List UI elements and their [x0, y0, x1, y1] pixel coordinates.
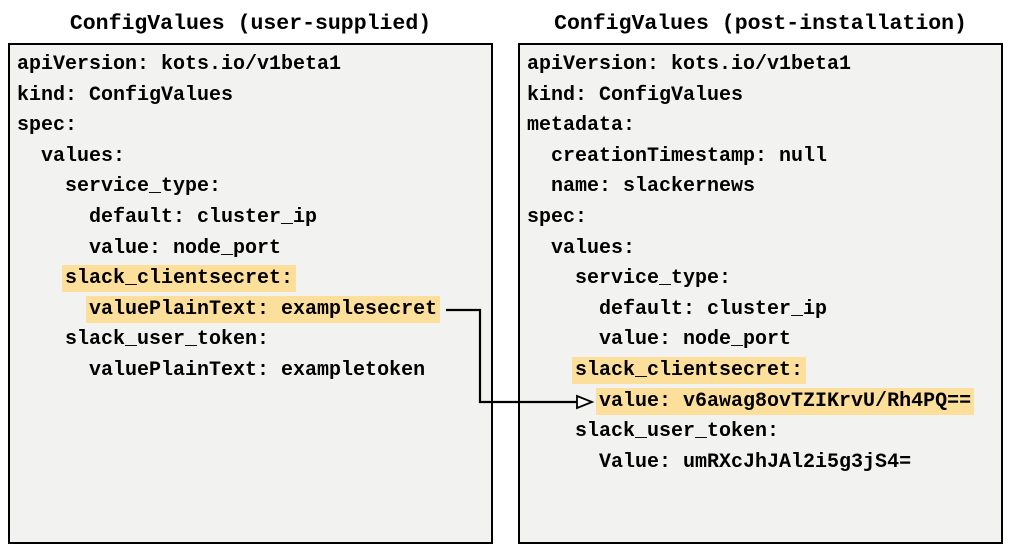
post-installation-yaml-block: apiVersion: kots.io/v1beta1 kind: Config… — [520, 45, 1001, 478]
yaml-line: apiVersion: kots.io/v1beta1 — [527, 50, 1001, 81]
yaml-text: Value: umRXcJhJAl2i5g3jS4= — [599, 450, 912, 474]
post-installation-config-panel: apiVersion: kots.io/v1beta1 kind: Config… — [518, 43, 1003, 544]
yaml-text: kind: ConfigValues — [17, 83, 234, 107]
yaml-line: service_type: — [17, 172, 491, 203]
yaml-line: default: cluster_ip — [17, 203, 491, 234]
yaml-text: service_type: — [65, 175, 222, 199]
yaml-indent — [527, 145, 551, 168]
user-supplied-config-panel: apiVersion: kots.io/v1beta1 kind: Config… — [8, 43, 493, 544]
yaml-line: default: cluster_ip — [527, 295, 1001, 326]
yaml-line-highlighted: slack_clientsecret: — [527, 356, 1001, 387]
yaml-line: service_type: — [527, 264, 1001, 295]
yaml-line: Value: umRXcJhJAl2i5g3jS4= — [527, 448, 1001, 479]
yaml-indent — [527, 420, 575, 443]
yaml-indent — [527, 328, 599, 351]
yaml-indent — [17, 359, 89, 382]
yaml-indent — [17, 328, 65, 351]
yaml-indent — [17, 145, 41, 168]
yaml-indent — [527, 237, 551, 260]
highlighted-yaml-text: value: v6awag8ovTZIKrvU/Rh4PQ== — [596, 387, 975, 415]
yaml-text: name: slackernews — [551, 175, 756, 199]
yaml-text: creationTimestamp: null — [551, 144, 828, 168]
yaml-text: metadata: — [527, 114, 636, 138]
yaml-line: metadata: — [527, 111, 1001, 142]
yaml-line: creationTimestamp: null — [527, 142, 1001, 173]
yaml-line: values: — [17, 142, 491, 173]
yaml-line: valuePlainText: exampletoken — [17, 356, 491, 387]
yaml-line-highlighted: valuePlainText: examplesecret — [17, 295, 491, 326]
yaml-line: spec: — [17, 111, 491, 142]
yaml-line: spec: — [527, 203, 1001, 234]
yaml-line: name: slackernews — [527, 172, 1001, 203]
yaml-line: values: — [527, 234, 1001, 265]
yaml-text: spec: — [527, 205, 588, 229]
yaml-indent — [17, 175, 65, 198]
yaml-indent — [527, 267, 575, 290]
yaml-line-highlighted: value: v6awag8ovTZIKrvU/Rh4PQ== — [527, 387, 1001, 418]
yaml-text: kind: ConfigValues — [527, 83, 744, 107]
highlighted-yaml-text: valuePlainText: examplesecret — [86, 295, 441, 323]
yaml-indent — [527, 298, 599, 321]
yaml-indent — [17, 237, 89, 260]
yaml-line: slack_user_token: — [17, 325, 491, 356]
yaml-line-highlighted: slack_clientsecret: — [17, 264, 491, 295]
yaml-line: kind: ConfigValues — [527, 81, 1001, 112]
yaml-text: values: — [41, 144, 126, 168]
yaml-text: spec: — [17, 114, 78, 138]
yaml-line: apiVersion: kots.io/v1beta1 — [17, 50, 491, 81]
yaml-indent — [17, 298, 89, 321]
left-panel-title: ConfigValues (user-supplied) — [69, 12, 432, 36]
yaml-text: value: node_port — [89, 236, 282, 260]
highlighted-yaml-text: slack_clientsecret: — [62, 265, 297, 293]
user-supplied-yaml-block: apiVersion: kots.io/v1beta1 kind: Config… — [10, 45, 491, 387]
yaml-indent — [527, 359, 575, 382]
yaml-text: default: cluster_ip — [89, 205, 318, 229]
yaml-text: service_type: — [575, 267, 732, 291]
yaml-line: kind: ConfigValues — [17, 81, 491, 112]
yaml-line: value: node_port — [17, 234, 491, 265]
yaml-text: slack_user_token: — [65, 328, 270, 352]
yaml-text: default: cluster_ip — [599, 297, 828, 321]
yaml-indent — [17, 267, 65, 290]
yaml-indent — [527, 175, 551, 198]
yaml-text: valuePlainText: exampletoken — [89, 358, 426, 382]
yaml-indent — [527, 390, 599, 413]
yaml-line: value: node_port — [527, 325, 1001, 356]
yaml-indent — [17, 206, 89, 229]
yaml-text: values: — [551, 236, 636, 260]
yaml-line: slack_user_token: — [527, 417, 1001, 448]
yaml-text: slack_user_token: — [575, 420, 780, 444]
yaml-text: apiVersion: kots.io/v1beta1 — [527, 53, 852, 76]
yaml-text: value: node_port — [599, 328, 792, 352]
highlighted-yaml-text: slack_clientsecret: — [572, 356, 807, 384]
right-panel-title: ConfigValues (post-installation) — [554, 12, 967, 36]
yaml-indent — [527, 451, 599, 474]
yaml-text: apiVersion: kots.io/v1beta1 — [17, 53, 342, 76]
